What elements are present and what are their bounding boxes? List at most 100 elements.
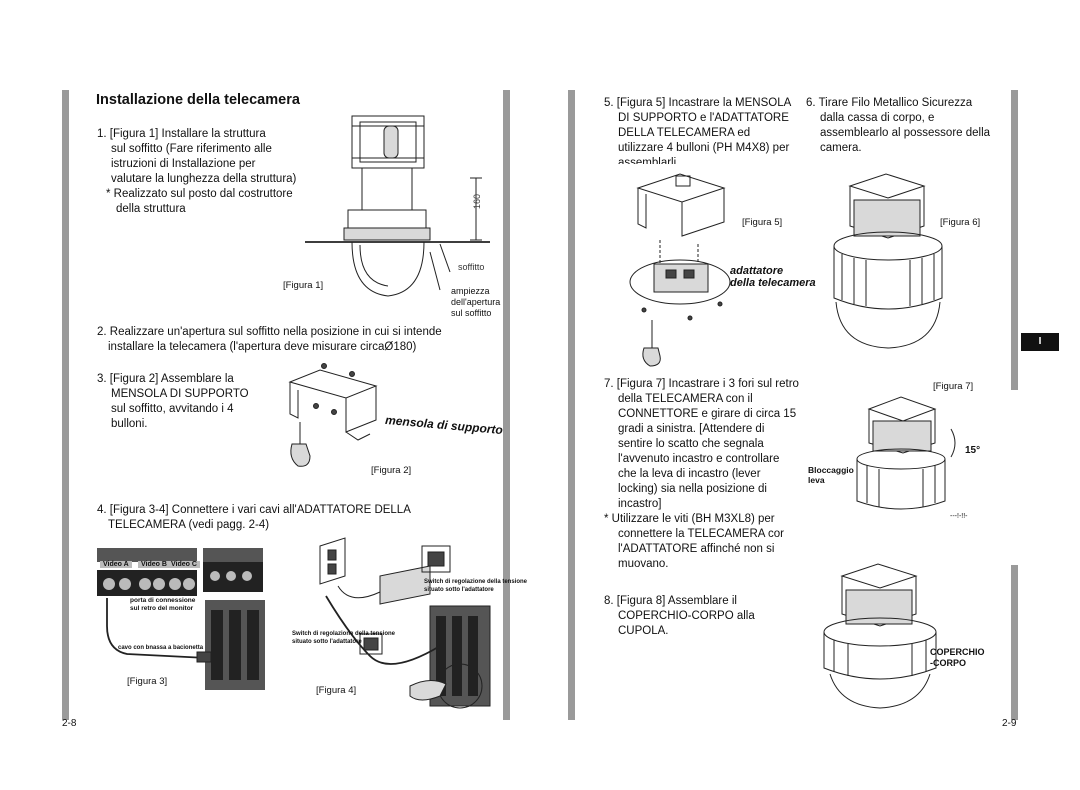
- step-7-note-2: connettere la TELECAMERA cor: [618, 528, 784, 540]
- step-8-line-1: 8. [Figura 8] Assemblare il: [604, 595, 737, 607]
- figure-4-switch-label-2: Switch di regolazione della tensione sit…: [292, 630, 395, 646]
- page-title: Installazione della telecamera: [96, 92, 300, 108]
- figure-3-monitor-line-1: porta di connessione: [130, 597, 196, 604]
- figure-2-diagram: [288, 363, 378, 467]
- figure-5-diagram: [629, 173, 731, 367]
- page-number-right: 2-9: [1002, 718, 1017, 729]
- step-8-line-3: CUPOLA.: [618, 625, 669, 637]
- figure-3-monitor-line-2: sul retro del monitor: [130, 605, 194, 612]
- center-right-bar: [568, 90, 575, 720]
- step-2-line-1: 2. Realizzare un'apertura sul soffitto n…: [97, 326, 442, 338]
- figure-2-caption: [Figura 2]: [371, 465, 412, 476]
- step-7: 7. [Figura 7] Incastrare i 3 fori sul re…: [604, 377, 814, 572]
- step-1-line-4: valutare la lunghezza della struttura): [111, 173, 297, 185]
- step-5: 5. [Figura 5] Incastrare la MENSOLA DI S…: [604, 96, 804, 164]
- left-margin-bar: [62, 90, 69, 720]
- step-8: 8. [Figura 8] Assemblare il COPERCHIO-CO…: [604, 594, 804, 639]
- figure-3-cable-label: cavo con bnassa a bacionetta: [118, 645, 204, 651]
- figure-6-diagram: [833, 173, 943, 349]
- step-4-line-1: 4. [Figura 3-4] Connettere i vari cavi a…: [97, 504, 411, 516]
- step-7-line-1: 7. [Figura 7] Incastrare i 3 fori sul re…: [604, 378, 799, 390]
- step-1-line-3: istruzioni di Installazione per: [111, 158, 256, 170]
- figure-5-adapter-label: adattatore della telecamera: [730, 265, 816, 289]
- figure-1-ceiling-label: soffitto: [458, 262, 485, 272]
- figure-4-switch-2-line-2: situato sotto l'adattatore: [292, 639, 362, 645]
- right-margin-bar-top: [1011, 90, 1018, 390]
- figure-3-video-b: Video B: [138, 561, 170, 568]
- step-3-line-4: bulloni.: [111, 418, 148, 430]
- figure-4-switch-1-line-2: situato sotto l'adattatore: [424, 587, 494, 593]
- figure-4-switch-2-line-1: Switch di regolazione della tensione: [292, 631, 396, 637]
- step-3-line-2: MENSOLA DI SUPPORTO: [111, 388, 249, 400]
- step-4-line-2: TELECAMERA (vedi pagg. 2-4): [108, 519, 270, 531]
- figure-8-label: COPERCHIO -CORPO: [930, 647, 985, 669]
- step-2-line-2: installare la telecamera (l'apertura dev…: [108, 341, 417, 353]
- step-3-line-3: sul soffitto, avvitando i 4: [111, 403, 234, 415]
- figure-7-angle-label: 15°: [965, 445, 981, 456]
- figure-3-video-a: Video A: [100, 561, 132, 568]
- step-7-line-9: incastro]: [618, 498, 662, 510]
- step-5-line-5: assemblarli.: [618, 157, 680, 164]
- step-5-line-4: utilizzare 4 bulloni (PH M4X8) per: [618, 142, 790, 154]
- step-7-line-7: che la leva di incastro (lever: [618, 468, 761, 480]
- figure-7-caption: [Figura 7]: [933, 381, 974, 391]
- figure-1-dimension: 160: [472, 193, 483, 210]
- figure-5-caption: [Figura 5]: [742, 217, 783, 228]
- right-margin-bar-bottom: [1011, 565, 1018, 720]
- step-7-line-4: gradi a sinistra. [Attendere di: [618, 423, 765, 435]
- figure-7-caption-wrap: [Figura 7]: [933, 381, 973, 391]
- figure-8-diagram: [823, 563, 937, 709]
- step-7-note-3: l'ADATTATORE affinché non si: [618, 543, 775, 555]
- center-left-bar: [503, 90, 510, 720]
- step-7-line-8: locking) sia nella posizione di: [618, 483, 767, 495]
- step-5-line-2: DI SUPPORTO e l'ADATTATORE: [618, 112, 789, 124]
- figure-1-opening-label: ampiezza dell'apertura sul soffitto: [451, 286, 500, 319]
- step-1: 1. [Figura 1] Installare la struttura su…: [97, 127, 327, 217]
- figure-2-bracket-label: mensola di supporto: [384, 412, 504, 438]
- figure-3-caption: [Figura 3]: [127, 676, 168, 687]
- figure-8-label-line-2: -CORPO: [930, 658, 966, 668]
- step-7-line-2: della TELECAMERA con il: [618, 393, 753, 405]
- step-7-note-1: * Utilizzare le viti (BH M3XL8) per: [604, 513, 775, 525]
- figure-8-label-line-1: COPERCHIO: [930, 647, 985, 657]
- figure-1-opening-line-2: dell'apertura: [451, 297, 501, 307]
- step-6: 6. Tirare Filo Metallico Sicurezza dalla…: [806, 96, 1006, 156]
- figure-7-lock-label: Bloccaggio leva: [808, 465, 854, 485]
- step-5-line-3: DELLA TELECAMERA ed: [618, 127, 751, 139]
- step-6-line-4: camera.: [820, 142, 862, 154]
- step-8-line-2: COPERCHIO-CORPO alla: [618, 610, 755, 622]
- figure-1-opening-line-1: ampiezza: [451, 286, 490, 296]
- step-1-note: * Realizzato sul posto dal costruttore: [106, 188, 293, 200]
- step-7-line-6: l'avvenuto incastro e controllare: [618, 453, 780, 465]
- step-5-line-1: 5. [Figura 5] Incastrare la MENSOLA: [604, 97, 792, 109]
- step-7-line-5: sentire lo scatto che segnala: [618, 438, 764, 450]
- step-6-line-3: assemblearlo al possessore della: [820, 127, 991, 139]
- figure-3-video-c: Video C: [168, 561, 200, 568]
- section-tab: I: [1021, 333, 1059, 351]
- step-3: 3. [Figura 2] Assemblare la MENSOLA DI S…: [97, 372, 277, 432]
- figure-5-label-line-1: adattatore: [730, 265, 784, 277]
- figure-7-cut-text: ---!-!!-: [950, 513, 968, 520]
- step-6-line-2: dalla cassa di corpo, e: [820, 112, 935, 124]
- step-7-line-3: CONNETTORE e girare di circa 15: [618, 408, 797, 420]
- figure-4-switch-1-line-1: Switch di regolazione della tensione: [424, 579, 528, 585]
- figure-1-opening-line-3: sul soffitto: [451, 308, 492, 318]
- step-3-line-1: 3. [Figura 2] Assemblare la: [97, 373, 234, 385]
- figure-7-diagram: [856, 396, 956, 510]
- step-2: 2. Realizzare un'apertura sul soffitto n…: [97, 325, 497, 355]
- figure-3-panel-right: [203, 548, 263, 562]
- figure-6-caption: [Figura 6]: [940, 217, 981, 228]
- figure-4-caption: [Figura 4]: [316, 685, 357, 696]
- figure-4-switch-label-1: Switch di regolazione della tensione sit…: [424, 578, 527, 594]
- figure-3-monitor-label: porta di connessione sul retro del monit…: [130, 597, 195, 613]
- figure-5-label-line-2: della telecamera: [730, 277, 816, 289]
- step-1-line-2: sul soffitto (Fare riferimento alle: [111, 143, 272, 155]
- page-number-left: 2-8: [62, 718, 77, 729]
- figure-7-lock-line-1: Bloccaggio: [808, 465, 854, 475]
- figure-1-diagram: [305, 115, 490, 297]
- figure-7-lock-line-2: leva: [808, 475, 825, 485]
- step-1-line-1: 1. [Figura 1] Installare la struttura: [97, 128, 266, 140]
- figure-4-diagram: [319, 537, 491, 709]
- figure-3-panel: [97, 548, 197, 562]
- figure-3-diagram: [97, 562, 265, 690]
